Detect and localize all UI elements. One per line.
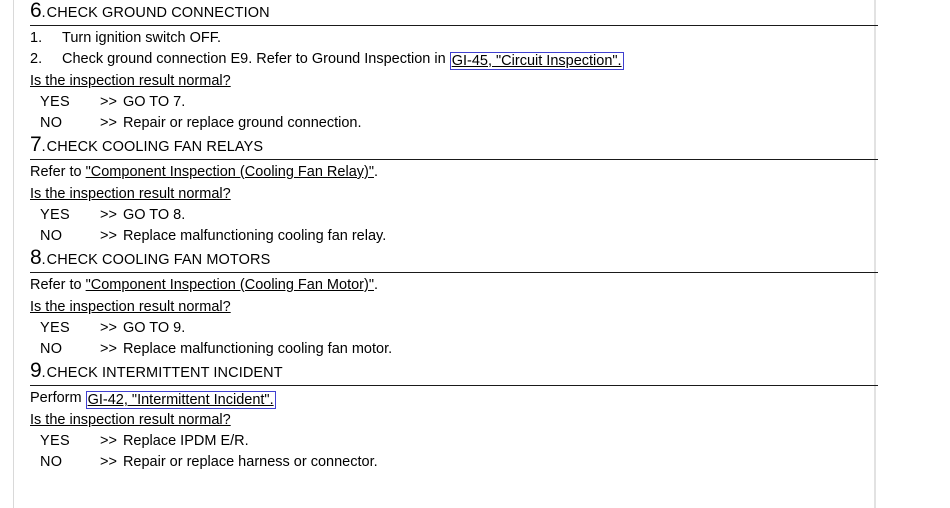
answer-row-yes: YES >> Replace IPDM E/R. xyxy=(40,431,874,452)
answer-arrow: >> xyxy=(100,228,117,244)
step-number: 9 xyxy=(30,359,42,382)
inspection-question-text: Is the inspection result normal? xyxy=(30,299,231,315)
answer-row-yes: YES >> GO TO 7. xyxy=(40,92,874,113)
answer-key: YES xyxy=(40,433,70,449)
reference-line: Refer to "Component Inspection (Cooling … xyxy=(30,275,874,296)
procedure-number: 1. xyxy=(30,30,43,46)
document-content: 6.CHECK GROUND CONNECTION 1. Turn igniti… xyxy=(14,0,878,508)
step-number: 7 xyxy=(30,133,42,156)
answer-arrow: >> xyxy=(100,433,117,449)
answer-list: YES >> Replace IPDM E/R. NO >> Repair or… xyxy=(30,431,874,473)
inspection-question: Is the inspection result normal? xyxy=(30,183,874,205)
reference-line: Refer to "Component Inspection (Cooling … xyxy=(30,162,874,183)
reference-prefix: Refer to xyxy=(30,164,82,180)
reference-prefix: Refer to xyxy=(30,277,82,293)
step-heading: 8.CHECK COOLING FAN MOTORS xyxy=(14,247,874,271)
answer-text: Repair or replace harness or connector. xyxy=(122,454,378,470)
step-body: 1. Turn ignition switch OFF. 2. Check gr… xyxy=(14,26,874,134)
answer-row-yes: YES >> GO TO 8. xyxy=(40,205,874,226)
answer-text: Replace IPDM E/R. xyxy=(122,433,249,449)
step-title: CHECK COOLING FAN RELAYS xyxy=(46,139,264,155)
answer-row-no: NO >> Repair or replace harness or conne… xyxy=(40,452,874,473)
step-title: CHECK INTERMITTENT INCIDENT xyxy=(46,365,283,381)
procedure-text-pre: Check ground connection E9. Refer to Gro… xyxy=(62,51,446,67)
component-inspection-link-motor[interactable]: "Component Inspection (Cooling Fan Motor… xyxy=(85,277,374,293)
section-divider xyxy=(30,272,878,273)
reference-prefix: Perform xyxy=(30,390,82,406)
inspection-question-text: Is the inspection result normal? xyxy=(30,186,231,202)
step-number-dot: . xyxy=(41,4,46,21)
diagnostic-step-9: 9.CHECK INTERMITTENT INCIDENT Perform GI… xyxy=(14,360,878,473)
section-divider xyxy=(30,385,878,386)
inspection-question-text: Is the inspection result normal? xyxy=(30,412,231,428)
page-edge-right xyxy=(874,0,876,508)
answer-arrow: >> xyxy=(100,207,117,223)
step-title: CHECK COOLING FAN MOTORS xyxy=(46,252,271,268)
step-heading: 9.CHECK INTERMITTENT INCIDENT xyxy=(14,360,874,384)
answer-key: YES xyxy=(40,320,70,336)
step-body: Refer to "Component Inspection (Cooling … xyxy=(14,160,874,247)
answer-list: YES >> GO TO 8. NO >> Replace malfunctio… xyxy=(30,205,874,247)
answer-text: GO TO 7. xyxy=(122,94,186,110)
answer-text: GO TO 8. xyxy=(122,207,186,223)
answer-list: YES >> GO TO 7. NO >> Repair or replace … xyxy=(30,92,874,134)
component-inspection-link-relay[interactable]: "Component Inspection (Cooling Fan Relay… xyxy=(85,164,374,180)
section-divider xyxy=(30,25,878,26)
answer-key: YES xyxy=(40,94,70,110)
answer-key: NO xyxy=(40,341,63,357)
diagnostic-step-8: 8.CHECK COOLING FAN MOTORS Refer to "Com… xyxy=(14,247,878,360)
procedure-item: 1. Turn ignition switch OFF. xyxy=(30,28,874,49)
step-body: Perform GI-42, "Intermittent Incident". … xyxy=(14,386,874,473)
answer-arrow: >> xyxy=(100,341,117,357)
step-number-dot: . xyxy=(41,138,46,155)
answer-text: Repair or replace ground connection. xyxy=(122,115,362,131)
procedure-number: 2. xyxy=(30,51,43,67)
section-divider xyxy=(30,159,878,160)
reference-suffix: . xyxy=(373,277,379,293)
cross-reference-link-gi45[interactable]: GI-45, "Circuit Inspection". xyxy=(449,52,624,70)
procedure-item: 2. Check ground connection E9. Refer to … xyxy=(30,49,874,70)
answer-text: GO TO 9. xyxy=(122,320,186,336)
procedure-text: Check ground connection E9. Refer to Gro… xyxy=(62,49,874,70)
answer-list: YES >> GO TO 9. NO >> Replace malfunctio… xyxy=(30,318,874,360)
answer-key: NO xyxy=(40,228,63,244)
step-title: CHECK GROUND CONNECTION xyxy=(46,5,270,21)
answer-row-yes: YES >> GO TO 9. xyxy=(40,318,874,339)
inspection-question: Is the inspection result normal? xyxy=(30,70,874,92)
answer-arrow: >> xyxy=(100,94,117,110)
inspection-question: Is the inspection result normal? xyxy=(30,409,874,431)
inspection-question-text: Is the inspection result normal? xyxy=(30,73,231,89)
reference-line: Perform GI-42, "Intermittent Incident". xyxy=(30,388,874,409)
answer-row-no: NO >> Replace malfunctioning cooling fan… xyxy=(40,226,874,247)
step-number: 8 xyxy=(30,246,42,269)
inspection-question: Is the inspection result normal? xyxy=(30,296,874,318)
answer-key: YES xyxy=(40,207,70,223)
step-body: Refer to "Component Inspection (Cooling … xyxy=(14,273,874,360)
step-heading: 6.CHECK GROUND CONNECTION xyxy=(14,0,874,24)
diagnostic-step-6: 6.CHECK GROUND CONNECTION 1. Turn igniti… xyxy=(14,0,878,134)
answer-text: Replace malfunctioning cooling fan relay… xyxy=(122,228,387,244)
page-edge-left xyxy=(13,0,14,508)
answer-key: NO xyxy=(40,454,63,470)
answer-row-no: NO >> Replace malfunctioning cooling fan… xyxy=(40,339,874,360)
answer-row-no: NO >> Repair or replace ground connectio… xyxy=(40,113,874,134)
reference-suffix: . xyxy=(373,164,379,180)
step-number: 6 xyxy=(30,0,42,22)
answer-arrow: >> xyxy=(100,454,117,470)
cross-reference-link-gi42[interactable]: GI-42, "Intermittent Incident". xyxy=(85,391,276,409)
procedure-text: Turn ignition switch OFF. xyxy=(62,30,222,46)
step-number-dot: . xyxy=(41,364,46,381)
step-heading: 7.CHECK COOLING FAN RELAYS xyxy=(14,134,874,158)
answer-arrow: >> xyxy=(100,320,117,336)
answer-arrow: >> xyxy=(100,115,117,131)
diagnostic-step-7: 7.CHECK COOLING FAN RELAYS Refer to "Com… xyxy=(14,134,878,247)
answer-key: NO xyxy=(40,115,63,131)
step-number-dot: . xyxy=(41,251,46,268)
answer-text: Replace malfunctioning cooling fan motor… xyxy=(122,341,393,357)
